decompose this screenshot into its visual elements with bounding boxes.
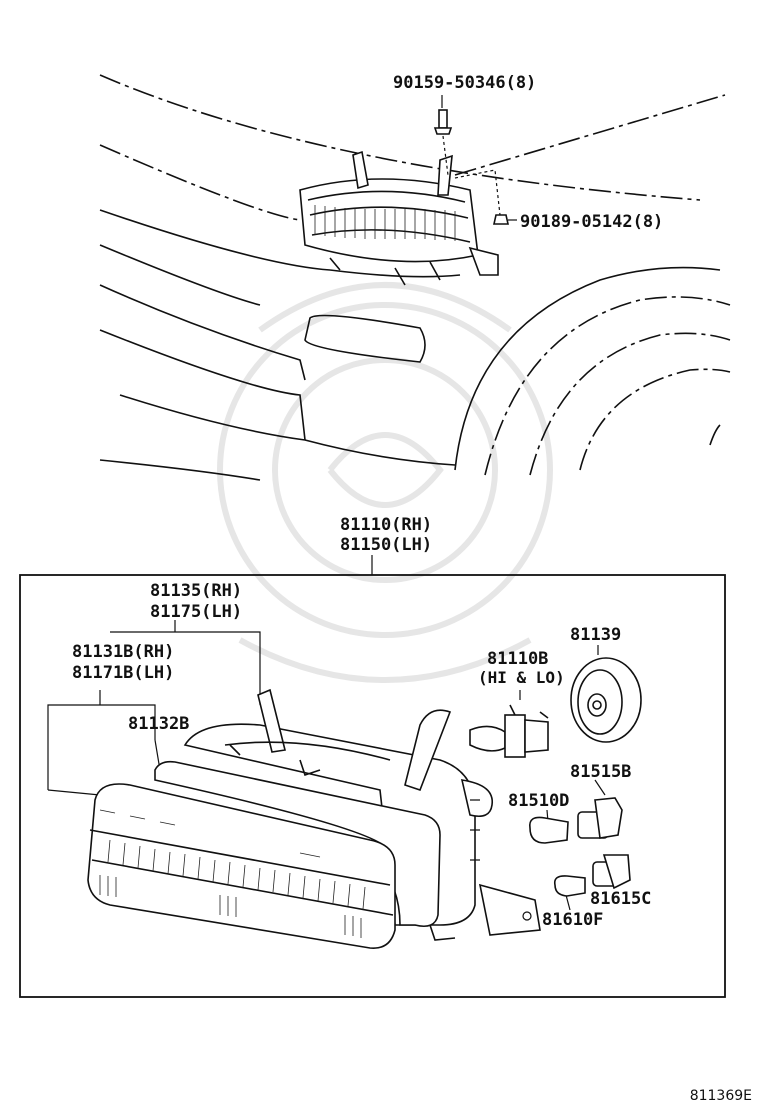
label-main-bulb: 81110B bbox=[487, 649, 548, 669]
socket-81615c-icon bbox=[592, 854, 631, 890]
label-socket-1: 81515B bbox=[570, 762, 631, 782]
watermark-emblem bbox=[217, 282, 553, 683]
label-lens-lh: 81171B(LH) bbox=[72, 663, 174, 683]
label-lens-rh: 81131B(RH) bbox=[72, 642, 174, 662]
label-bulb-1: 81510D bbox=[508, 791, 569, 811]
figure-id: 811369E bbox=[690, 1088, 752, 1104]
front-lens bbox=[87, 783, 396, 949]
label-bulb-2: 81610F bbox=[542, 910, 603, 930]
label-housing-lh: 81175(LH) bbox=[150, 602, 242, 622]
clip-icon bbox=[493, 214, 509, 225]
assembly-label-lh: 81150(LH) bbox=[340, 535, 432, 555]
label-main-bulb-note: (HI & LO) bbox=[478, 668, 565, 687]
label-housing-rh: 81135(RH) bbox=[150, 581, 242, 601]
installed-headlamp bbox=[299, 150, 499, 286]
label-cover: 81139 bbox=[570, 625, 621, 645]
vehicle-front-view bbox=[99, 74, 731, 481]
exploded-view-frame bbox=[19, 574, 726, 998]
callout-clip: 90189-05142(8) bbox=[520, 212, 663, 232]
bulb-81610f-icon bbox=[553, 875, 586, 897]
dust-cover-icon bbox=[570, 657, 642, 743]
bolt-icon bbox=[433, 109, 501, 216]
label-socket-2: 81615C bbox=[590, 889, 651, 909]
label-gasket: 81132B bbox=[128, 714, 189, 734]
bulb-81510d-icon bbox=[528, 816, 569, 844]
socket-81515b-icon bbox=[577, 797, 623, 839]
assembly-label-rh: 81110(RH) bbox=[340, 515, 432, 535]
main-bulb-icon bbox=[469, 704, 549, 758]
callout-bolt: 90159-50346(8) bbox=[393, 73, 536, 93]
